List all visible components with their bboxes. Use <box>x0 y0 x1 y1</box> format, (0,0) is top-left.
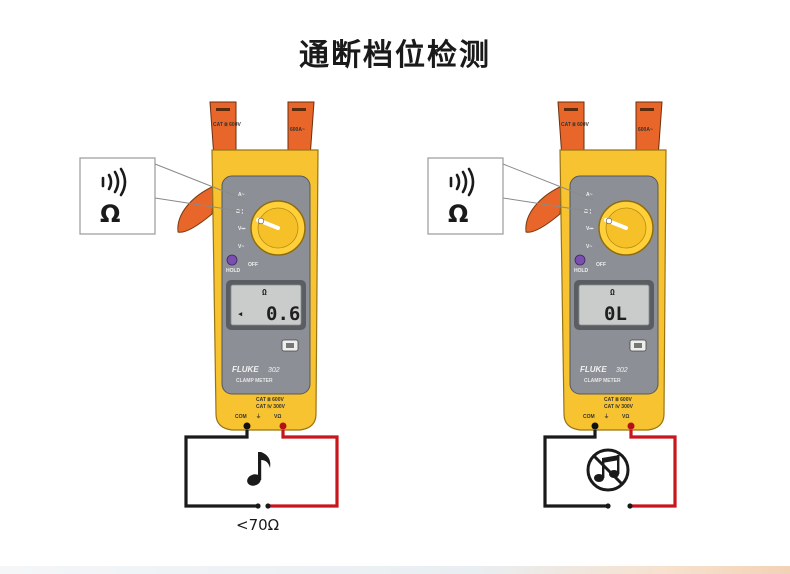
lcd-unit: Ω <box>262 288 267 297</box>
probe-tip-red <box>265 503 271 509</box>
model-label: 302 <box>268 367 280 374</box>
brand-label: FLUKE <box>580 365 607 374</box>
vohm-label: VΩ <box>622 414 629 420</box>
com-jack <box>243 422 251 430</box>
mark-dc-v-icon: V⎓ <box>238 226 245 232</box>
continuity-icon <box>101 167 127 197</box>
black-wire <box>543 430 608 508</box>
vohm-jack <box>627 422 635 430</box>
hold-label: HOLD <box>574 268 589 274</box>
ground-icon: ⏚ <box>256 413 261 420</box>
jaw-rating-label: 600A~ <box>290 127 305 133</box>
com-jack <box>591 422 599 430</box>
black-wire <box>184 430 258 508</box>
red-wire <box>268 430 339 508</box>
callout-ohm-symbol: Ω <box>448 200 468 228</box>
com-label: COM <box>583 414 595 420</box>
lcd-value: 0L <box>604 303 627 325</box>
callout-pointer-bottom <box>502 197 595 213</box>
callout-box <box>427 157 504 235</box>
off-label: OFF <box>596 262 606 268</box>
ground-icon: ⏚ <box>604 413 609 420</box>
subtitle-label: CLAMP METER <box>584 378 621 384</box>
no-music-icon <box>586 448 630 492</box>
right-clamp-meter: CAT Ⅲ 600V 600A~ A~ Ω·) V⎓ V~ HOLD OFF Ω… <box>427 101 677 509</box>
mark-ac-a-icon: A~ <box>586 192 593 198</box>
jaw-cat-label: CAT Ⅲ 600V <box>561 121 589 128</box>
jaw-cat-label: CAT Ⅲ 600V <box>213 121 241 128</box>
jaw-rating-label: 600A~ <box>638 127 653 133</box>
lcd-screen <box>578 284 650 326</box>
bottom-gradient-strip <box>0 566 790 574</box>
red-wire <box>629 430 677 508</box>
off-label: OFF <box>248 262 258 268</box>
clamp-trigger <box>177 185 215 233</box>
lcd-screen <box>230 284 302 326</box>
vohm-label: VΩ <box>274 414 281 420</box>
model-label: 302 <box>616 367 628 374</box>
mark-continuity-icon: Ω·) <box>584 209 592 215</box>
probe-tip-red <box>627 503 633 509</box>
probe-tip-black <box>605 503 611 509</box>
page-title: 通断档位检测 <box>299 38 491 73</box>
callout-pointer-bottom <box>154 197 247 213</box>
lcd-beep-icon: ◀ <box>238 310 243 318</box>
clamp-trigger <box>525 185 563 233</box>
music-note-icon <box>247 452 271 486</box>
cat1-label: CAT Ⅲ 600V <box>256 396 284 403</box>
callout-pointer-top <box>154 163 247 201</box>
lcd-value: 0.6 <box>266 303 300 325</box>
callout-pointer-top <box>502 163 595 201</box>
hold-label: HOLD <box>226 268 241 274</box>
continuity-icon <box>449 167 475 197</box>
callout-ohm-symbol: Ω <box>100 200 120 228</box>
cat1-label: CAT Ⅲ 600V <box>604 396 632 403</box>
mark-dc-v-icon: V⎓ <box>586 226 593 232</box>
left-clamp-meter: CAT Ⅲ 600V 600A~ A~ Ω·) V⎓ V~ HOLD OFF Ω… <box>79 101 339 534</box>
vohm-jack <box>279 422 287 430</box>
cat2-label: CAT Ⅳ 300V <box>604 403 634 410</box>
mark-ac-v-icon: V~ <box>238 244 244 250</box>
lcd-unit: Ω <box>610 288 615 297</box>
mark-ac-a-icon: A~ <box>238 192 245 198</box>
cat2-label: CAT Ⅳ 300V <box>256 403 286 410</box>
subtitle-label: CLAMP METER <box>236 378 273 384</box>
com-label: COM <box>235 414 247 420</box>
callout-box <box>79 157 156 235</box>
brand-label: FLUKE <box>232 365 259 374</box>
mark-ac-v-icon: V~ <box>586 244 592 250</box>
hold-button <box>574 254 586 266</box>
mark-continuity-icon: Ω·) <box>236 209 244 215</box>
probe-tip-black <box>255 503 261 509</box>
resistance-label: <70Ω <box>236 516 279 534</box>
hold-button <box>226 254 238 266</box>
